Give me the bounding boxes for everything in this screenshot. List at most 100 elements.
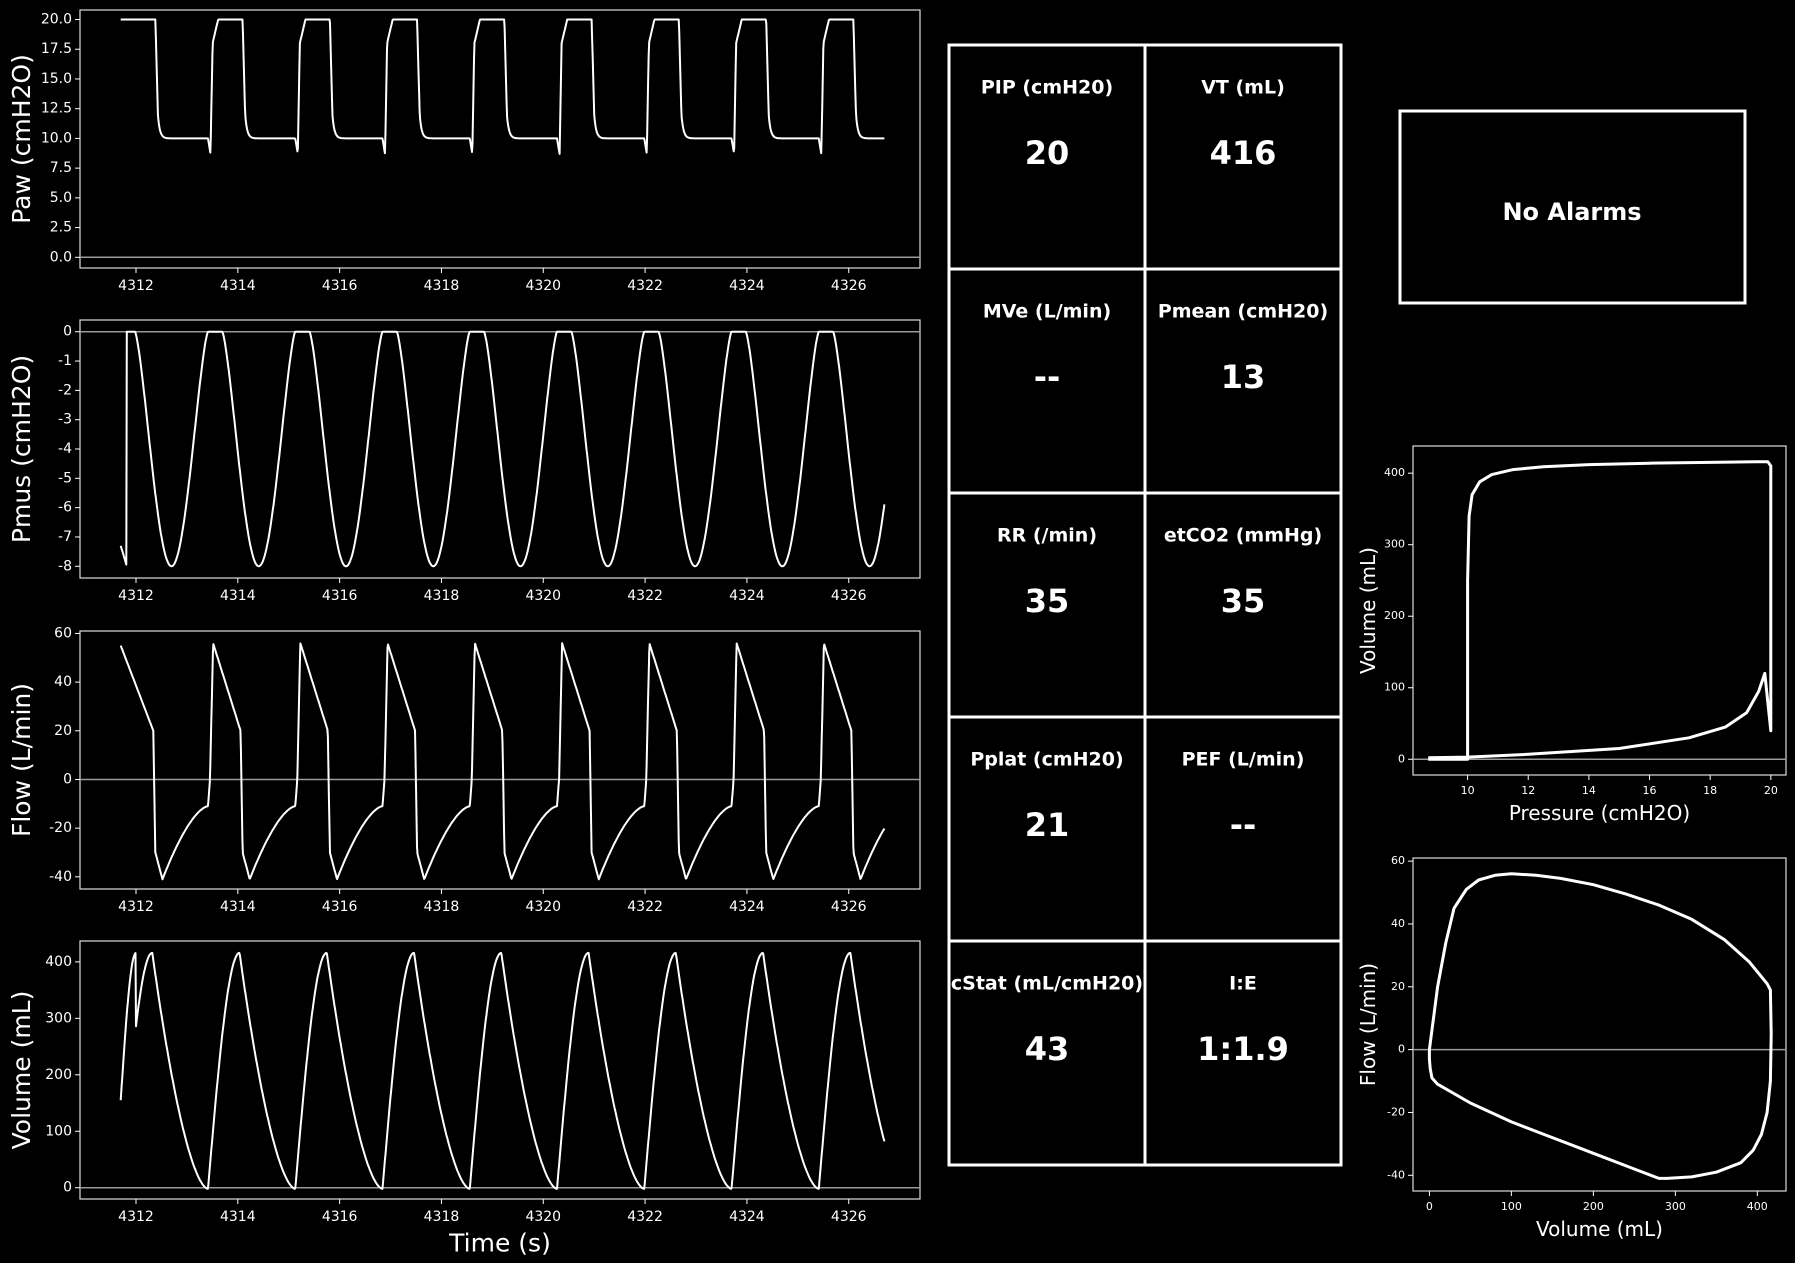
volume-xtick-label: 4312	[118, 1209, 154, 1225]
fv_loop-ytick-label: -20	[1387, 1105, 1405, 1118]
paw-ylabel: Paw (cmH2O)	[7, 54, 36, 224]
parameter-cell: RR (/min) 35	[997, 525, 1097, 621]
volume-axes-frame	[79, 940, 921, 1200]
alarm-box	[1398, 109, 1747, 305]
parameter-cell: PIP (cmH20)20	[981, 77, 1113, 173]
paw-xtick-label: 4326	[831, 278, 867, 294]
volume-ytick-label: 300	[45, 1010, 72, 1026]
parameter-value: --	[1230, 806, 1257, 844]
flow-xtick-label: 4318	[424, 899, 460, 915]
flow-xtick-label: 4314	[220, 899, 256, 915]
pv_loop-ytick-label: 0	[1398, 752, 1405, 765]
pmus-xtick-label: 4322	[627, 588, 663, 604]
pmus-ytick-label: -5	[58, 470, 72, 486]
paw-xtick-label: 4312	[118, 278, 154, 294]
paw-ytick-label: 20.0	[41, 12, 72, 28]
pmus-ytick-label: 0	[63, 324, 72, 340]
volume-xtick-label: 4320	[525, 1209, 561, 1225]
parameter-cell: VT (mL)416	[1201, 77, 1285, 173]
paw-xtick-label: 4320	[525, 278, 561, 294]
parameter-label: etCO2 (mmHg)	[1164, 525, 1322, 547]
flow-xtick-label: 4320	[525, 899, 561, 915]
volume-xtick-label: 4324	[729, 1209, 765, 1225]
parameter-value: 35	[1025, 582, 1070, 620]
paw-ytick-label: 2.5	[50, 220, 72, 236]
flow-ytick-label: 0	[63, 771, 72, 787]
fv_loop-ytick-label: 20	[1391, 980, 1405, 993]
pmus-xtick-label: 4318	[424, 588, 460, 604]
parameter-label: Pmean (cmH20)	[1158, 301, 1328, 323]
volume-xtick-label: 4316	[322, 1209, 358, 1225]
pmus-xtick-label: 4312	[118, 588, 154, 604]
parameter-value: 416	[1210, 134, 1277, 172]
pmus-ytick-label: -7	[58, 529, 72, 545]
parameter-label: Pplat (cmH20)	[970, 749, 1123, 771]
flow-ytick-label: -20	[49, 820, 72, 836]
pv_loop-xtick-label: 16	[1643, 784, 1657, 797]
paw-xtick-label: 4324	[729, 278, 765, 294]
volume-ytick-label: 200	[45, 1067, 72, 1083]
fv_loop-axes-frame	[1412, 857, 1787, 1192]
pmus-xtick-label: 4316	[322, 588, 358, 604]
volume-ylabel: Volume (mL)	[7, 991, 36, 1150]
pmus-series-line	[119, 330, 886, 568]
pv_loop-ytick-label: 300	[1384, 538, 1405, 551]
paw-ytick-label: 5.0	[50, 190, 72, 206]
pv_loop-ytick-label: 200	[1384, 609, 1405, 622]
paw-series-line	[120, 18, 885, 155]
parameter-value: 20	[1025, 134, 1070, 172]
parameter-label: PEF (L/min)	[1182, 749, 1305, 771]
fv_loop-ylabel: Flow (L/min)	[1356, 963, 1380, 1086]
fv_loop-xtick-label: 0	[1426, 1200, 1433, 1213]
pmus-ytick-label: -1	[58, 353, 72, 369]
parameter-cell: MVe (L/min)--	[983, 301, 1111, 397]
parameter-value: 21	[1025, 806, 1070, 844]
paw-xtick-label: 4318	[424, 278, 460, 294]
pmus-xtick-label: 4314	[220, 588, 256, 604]
alarm-panel: No Alarms	[1398, 109, 1747, 305]
pmus-ytick-label: -6	[58, 500, 72, 516]
pv_loop-ytick-label: 100	[1384, 681, 1405, 694]
flow-ytick-label: 20	[54, 723, 72, 739]
pmus-ytick-label: -3	[58, 412, 72, 428]
flow-ylabel: Flow (L/min)	[7, 683, 36, 837]
flow-ytick-label: 40	[54, 674, 72, 690]
pv_loop-xtick-label: 14	[1582, 784, 1596, 797]
flow-xtick-label: 4326	[831, 899, 867, 915]
parameter-label: I:E	[1229, 973, 1257, 995]
volume-ytick-label: 100	[45, 1123, 72, 1139]
parameter-cell: Pmean (cmH20) 13	[1158, 301, 1328, 397]
flow-axes-frame	[79, 630, 921, 890]
paw-xtick-label: 4322	[627, 278, 663, 294]
parameter-value: 35	[1221, 582, 1266, 620]
paw-ytick-label: 12.5	[41, 101, 72, 117]
parameter-label: cStat (mL/cmH20)	[951, 973, 1143, 995]
pmus-ytick-label: -8	[58, 558, 72, 574]
fv_loop-series-line	[1427, 872, 1773, 1180]
parameter-label: RR (/min)	[997, 525, 1097, 547]
parameter-cell: PEF (L/min) --	[1182, 749, 1305, 845]
parameter-value: 13	[1221, 358, 1266, 396]
parameter-value: 1:1.9	[1197, 1030, 1289, 1068]
paw-ytick-label: 10.0	[41, 130, 72, 146]
paw-xtick-label: 4314	[220, 278, 256, 294]
pv_loop-xtick-label: 18	[1703, 784, 1717, 797]
pmus-ylabel: Pmus (cmH2O)	[7, 355, 36, 543]
pv_loop-xtick-label: 20	[1764, 784, 1778, 797]
paw-ytick-label: 7.5	[50, 160, 72, 176]
pv_loop-ytick-label: 400	[1384, 466, 1405, 479]
volume-xlabel: Time (s)	[448, 1229, 551, 1258]
paw-xtick-label: 4316	[322, 278, 358, 294]
pmus-ytick-label: -4	[58, 441, 72, 457]
volume-xtick-label: 4326	[831, 1209, 867, 1225]
flow-xtick-label: 4316	[322, 899, 358, 915]
fv_loop-xtick-label: 400	[1747, 1200, 1768, 1213]
pmus-xtick-label: 4320	[525, 588, 561, 604]
alarm-status-text: No Alarms	[1502, 198, 1641, 226]
pmus-ytick-label: -2	[58, 382, 72, 398]
fv_loop-ytick-label: 0	[1398, 1043, 1405, 1056]
paw-axes-frame	[79, 9, 921, 269]
